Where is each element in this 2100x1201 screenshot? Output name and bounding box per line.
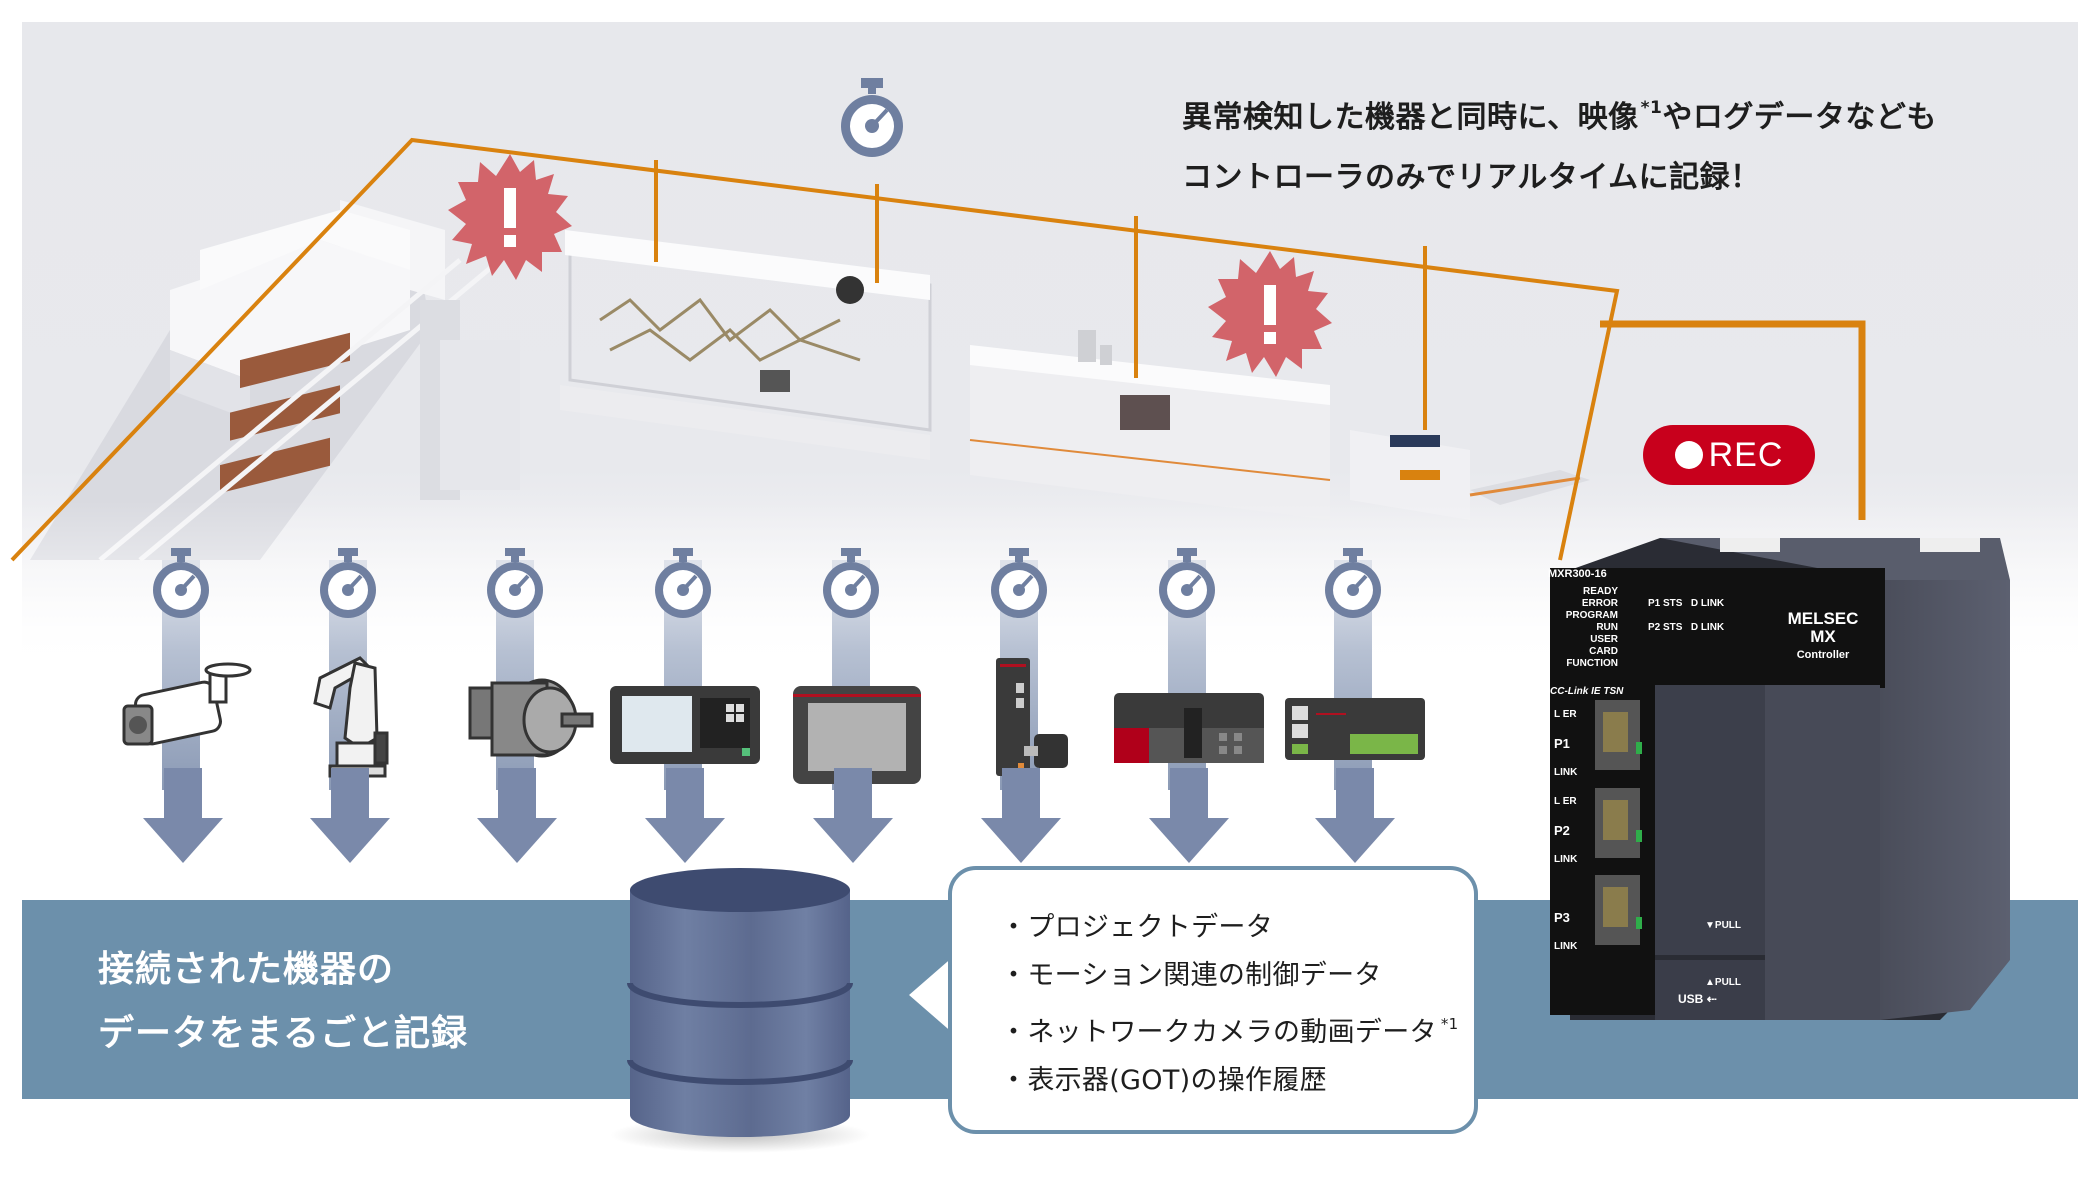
down-arrow-icon <box>477 768 557 863</box>
port-led-labels: P1 STS D LINK P2 STS D LINK <box>1648 598 1725 633</box>
device-column-cnc-panel <box>600 538 770 863</box>
down-arrow-icon <box>645 768 725 863</box>
record-dot-icon <box>1674 441 1703 469</box>
list-item: モーション関連の制御データ <box>1000 952 1458 1000</box>
plc-unit-icon <box>1114 693 1264 763</box>
device-column-servo-amplifier <box>936 538 1106 863</box>
usb-cover-pull-label: ▲PULL <box>1705 977 1742 988</box>
controller-model: MXR300-16 <box>1548 568 1607 580</box>
network-label: CC-Link IE TSN <box>1550 686 1624 697</box>
bubble-tail <box>904 955 954 1035</box>
stopwatch-icon <box>991 548 1047 618</box>
usb-icon: ⇠ <box>1706 992 1717 1006</box>
network-lines <box>10 137 1866 562</box>
headline-line-2: コントローラのみでリアルタイムに記録！ <box>1182 160 1761 195</box>
rec-badge: REC <box>1643 425 1815 485</box>
down-arrow-icon <box>813 768 893 863</box>
robot-arm-icon <box>313 656 389 778</box>
stopwatch-icon <box>1159 548 1215 618</box>
melsec-mx-controller: MXR300-16 READY ERROR PROGRAM RUN USER C… <box>1540 520 2020 1040</box>
device-column-hmi-display <box>768 538 938 863</box>
alert-burst-icon <box>448 154 572 280</box>
cnc-panel-icon <box>610 686 760 764</box>
band-title: 接続された機器の データをまるごと記録 <box>98 949 469 1054</box>
sd-card-cover-pull-label: ▼PULL <box>1705 920 1742 931</box>
list-item: 表示器(GOT)の操作履歴 <box>1000 1057 1458 1105</box>
recorded-data-list: プロジェクトデータ モーション関連の制御データ ネットワークカメラの動画データ*… <box>1000 904 1458 1105</box>
rec-label: REC <box>1708 435 1784 474</box>
coating-line-machine <box>30 200 520 562</box>
motor-icon <box>468 678 594 758</box>
recorded-data-callout: プロジェクトデータ モーション関連の制御データ ネットワークカメラの動画データ*… <box>948 866 1478 1134</box>
io-module-icon <box>1285 698 1425 760</box>
network-camera-icon <box>122 662 252 746</box>
device-column-network-camera <box>98 538 268 863</box>
stopwatch-icon <box>153 548 209 618</box>
headline: 異常検知した機器と同時に、映像*1やログデータなども コントローラのみでリアルタ… <box>1182 78 2062 208</box>
down-arrow-icon <box>143 768 223 863</box>
stopwatch-icon <box>1325 548 1381 618</box>
central-stopwatch-icon <box>841 78 903 157</box>
list-item: プロジェクトデータ <box>1000 904 1458 952</box>
device-column-io-module <box>1270 538 1440 863</box>
headline-line-1: 異常検知した機器と同時に、映像*1やログデータなども <box>1182 98 1937 135</box>
servo-amplifier-icon <box>996 658 1068 776</box>
hmi-display-icon <box>793 686 921 784</box>
down-arrow-icon <box>981 768 1061 863</box>
controller-body <box>1550 538 2010 1020</box>
list-item: ネットワークカメラの動画データ*1 <box>1000 1000 1458 1057</box>
device-column-motor <box>432 538 602 863</box>
stopwatch-icon <box>487 548 543 618</box>
footnote-mark: *1 <box>1640 98 1663 118</box>
footnote-mark: *1 <box>1440 1015 1459 1033</box>
stopwatch-icon <box>320 548 376 618</box>
down-arrow-icon <box>310 768 390 863</box>
controller-brand: MELSEC MX Controller <box>1787 609 1859 662</box>
down-arrow-icon <box>1315 768 1395 863</box>
port-labels: L ER P1 LINK L ER P2 LINK P3 LINK <box>1554 709 1578 952</box>
usb-port-label: USB ⇠ <box>1678 992 1717 1006</box>
alert-burst-icon <box>1208 251 1332 377</box>
database-icon <box>610 868 870 1153</box>
controller-led-labels: READY ERROR PROGRAM RUN USER CARD FUNCTI… <box>1565 586 1618 669</box>
stopwatch-icon <box>823 548 879 618</box>
device-column-plc-unit <box>1104 538 1274 863</box>
device-column-robot-arm <box>265 538 435 863</box>
filling-machine <box>969 330 1470 520</box>
down-arrow-icon <box>1149 768 1229 863</box>
stopwatch-icon <box>655 548 711 618</box>
packaging-machine <box>560 230 932 460</box>
